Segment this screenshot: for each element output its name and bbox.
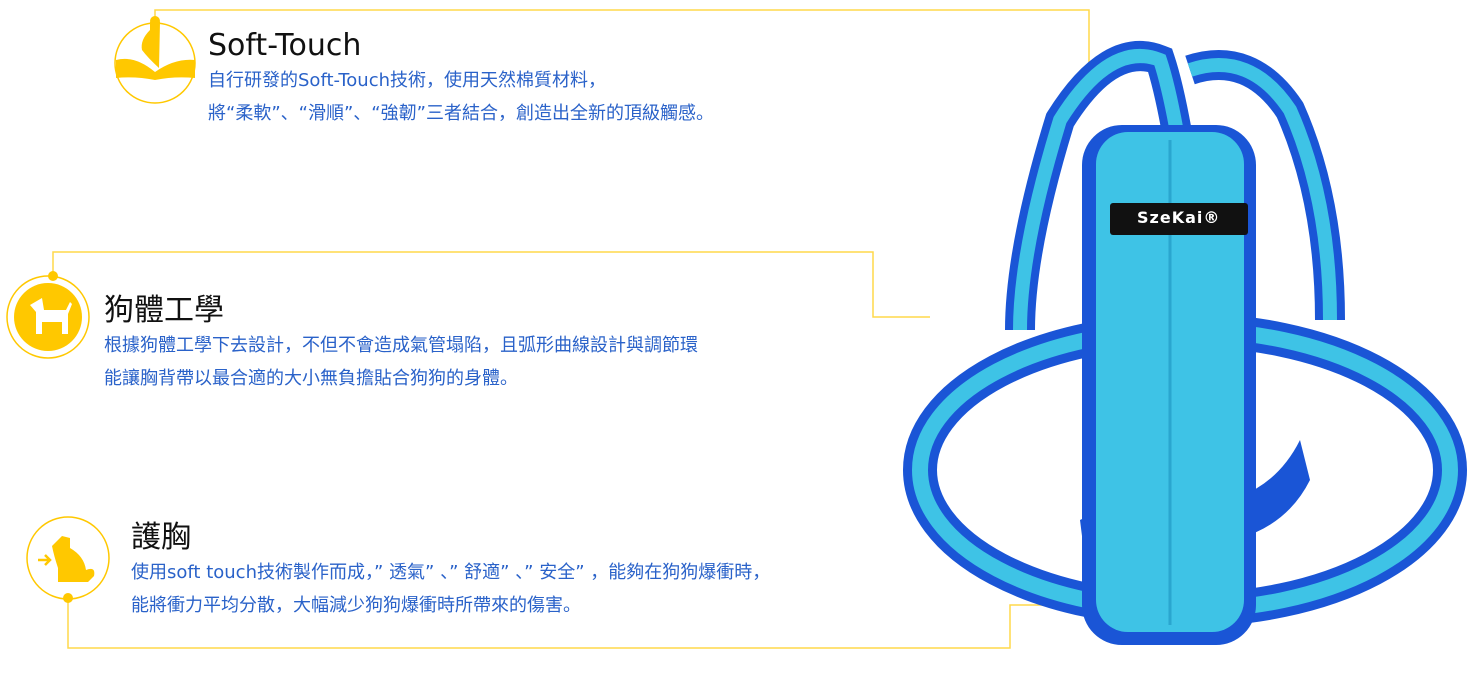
feature-title: 護胸 <box>131 520 191 555</box>
feature-chest-protection: 護胸 使用soft touch技術製作而成，” 透氣” 、” 舒適” 、” 安全… <box>131 520 770 622</box>
feature-desc-line: 自行研發的Soft-Touch技術，使用天然棉質材料， <box>208 70 607 91</box>
dog-icon <box>6 271 90 359</box>
feature-desc-line: 使用soft touch技術製作而成，” 透氣” 、” 舒適” 、” 安全” ，… <box>131 562 771 583</box>
connector-ergonomics <box>52 251 930 318</box>
feature-desc-line: 能讓胸背帶以最合適的大小無負擔貼合狗狗的身體。 <box>104 368 518 389</box>
connector-chest <box>67 598 1090 649</box>
feature-soft-touch: Soft-Touch 自行研發的Soft-Touch技術，使用天然棉質材料， 將… <box>208 28 714 130</box>
feature-title: 狗體工學 <box>104 293 224 328</box>
harness-image <box>903 41 1467 645</box>
sitting-dog-icon <box>26 516 110 603</box>
feature-desc-line: 能將衝力平均分散，大幅減少狗狗爆衝時所帶來的傷害。 <box>131 595 581 616</box>
feature-desc-line: 根據狗體工學下去設計，不但不會造成氣管塌陷，且弧形曲線設計與調節環 <box>104 335 698 356</box>
feature-desc-line: 將“柔軟”、“滑順”、“強韌”三者結合，創造出全新的頂級觸感。 <box>208 103 714 124</box>
feature-title: Soft-Touch <box>208 28 362 63</box>
hand-press-icon <box>114 16 196 104</box>
feature-ergonomics: 狗體工學 根據狗體工學下去設計，不但不會造成氣管塌陷，且弧形曲線設計與調節環 能… <box>104 293 698 395</box>
brand-label: SzeKai® <box>1137 208 1221 227</box>
